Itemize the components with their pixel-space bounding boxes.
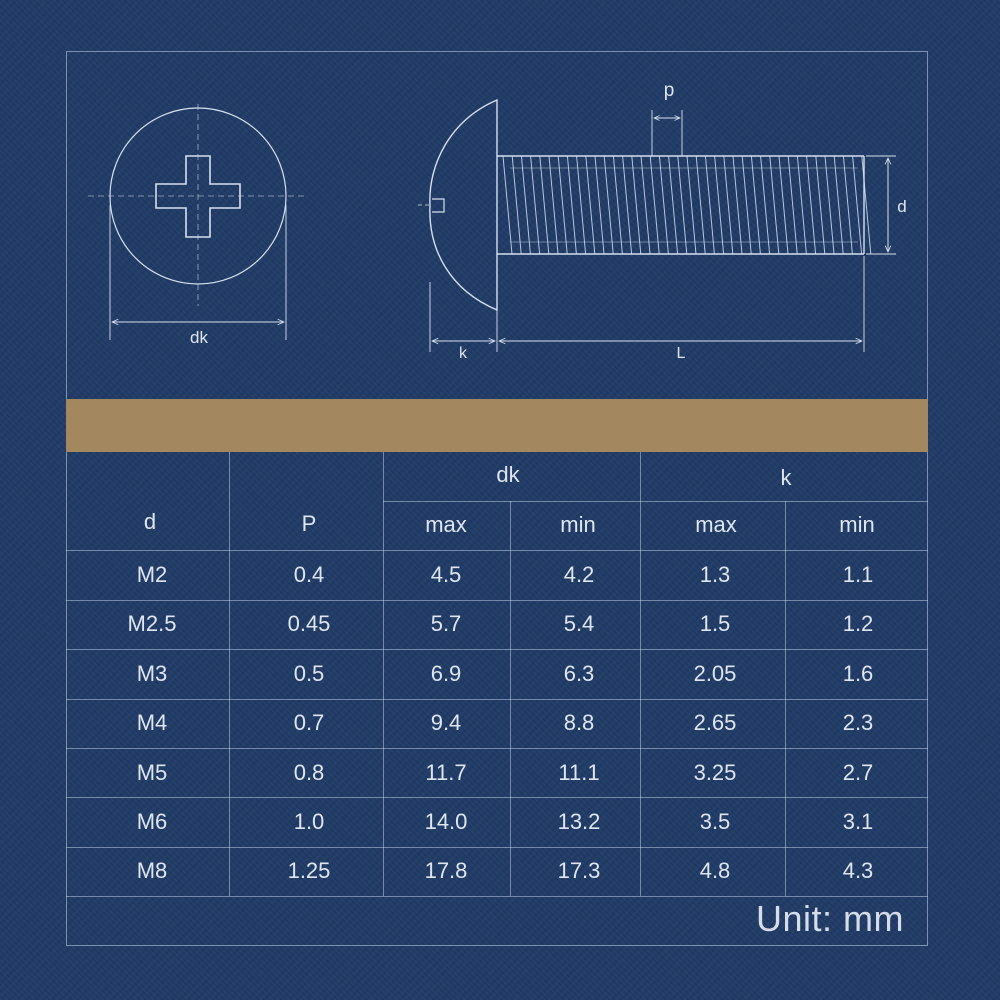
thread-line (557, 155, 568, 255)
label-p: p (664, 80, 675, 101)
thread-line (787, 155, 798, 255)
thread-line (548, 155, 559, 255)
label-L: L (677, 345, 686, 362)
accent-bar (66, 399, 928, 452)
thread-line (686, 155, 697, 255)
screw-drawing: dk (88, 80, 907, 362)
thread-line (815, 155, 826, 255)
thread-line (603, 155, 614, 255)
thread-line (714, 155, 725, 255)
thread-line (576, 155, 587, 255)
thread-line (530, 155, 541, 255)
thread-line (833, 155, 844, 255)
thread-line (622, 155, 633, 255)
thread-line (649, 155, 660, 255)
thread-line (539, 155, 550, 255)
thread-line (732, 155, 743, 255)
thread-line (612, 155, 623, 255)
thread-line (566, 155, 577, 255)
thread-line (723, 155, 734, 255)
thread-line (760, 155, 771, 255)
thread-line (796, 155, 807, 255)
phillips-cross-icon (155, 155, 241, 238)
thread-line (631, 155, 642, 255)
thread-line (824, 155, 835, 255)
unit-note: Unit: mm (756, 898, 904, 939)
thread-line (861, 155, 872, 255)
label-d: d (897, 197, 906, 216)
label-dk-top: dk (190, 328, 208, 347)
thread-line (594, 155, 605, 255)
thread-line (502, 155, 513, 255)
thread-line (640, 155, 651, 255)
thread-line (806, 155, 817, 255)
thread-line (769, 155, 780, 255)
thread-line (511, 155, 522, 255)
thread-line (750, 155, 761, 255)
thread-line (520, 155, 531, 255)
thread-line (704, 155, 715, 255)
thread-line (677, 155, 688, 255)
thread-line (778, 155, 789, 255)
thread-line (852, 155, 863, 255)
thread-line (585, 155, 596, 255)
thread-line (741, 155, 752, 255)
outer-frame (66, 51, 928, 946)
thread-line (695, 155, 706, 255)
screw-side-view (418, 98, 896, 352)
thread-line (658, 155, 669, 255)
thread-lines (502, 155, 872, 255)
thread-line (842, 155, 853, 255)
label-k: k (459, 345, 468, 362)
thread-line (668, 155, 679, 255)
head-top-view (88, 104, 305, 340)
